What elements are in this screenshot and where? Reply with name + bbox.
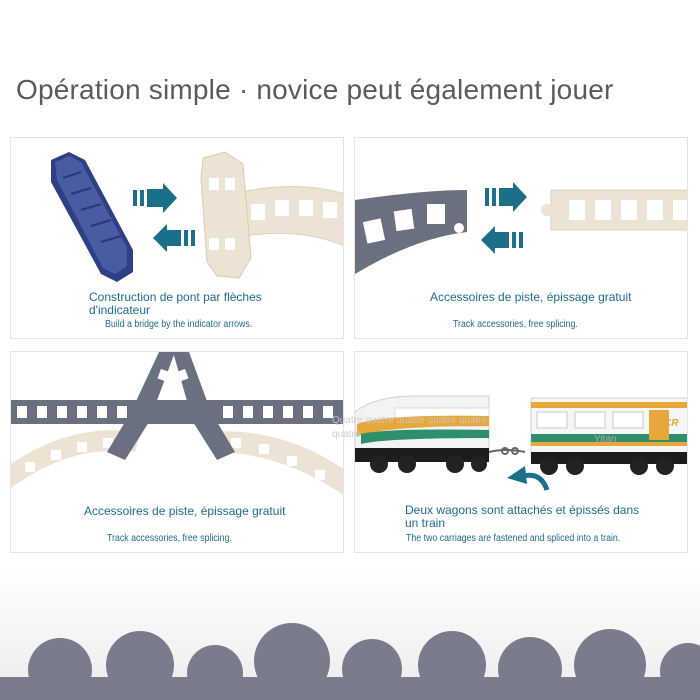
panel-caption-fr: Deux wagons sont attachés et épissés dan…: [405, 503, 640, 530]
track-splicing-illustration: [355, 182, 687, 274]
panel-train-carriages: CR Deux wagons sont attachés et épissés …: [354, 351, 688, 553]
train-carriages-illustration: CR: [355, 395, 687, 491]
cream-straight-track: [541, 189, 687, 231]
grey-curved-track: [355, 190, 467, 274]
bridge-illustration: [51, 151, 343, 282]
coupling: [488, 447, 526, 455]
arrow-left-icon: [153, 224, 195, 252]
carriage-label: Yitan: [594, 434, 617, 445]
bridge-connector-piece: [51, 152, 133, 282]
carriage: [530, 397, 687, 475]
page-headline: Opération simple · novice peut également…: [16, 74, 614, 105]
panel-caption-en: Track accessories, free splicing.: [107, 533, 232, 544]
track-crossing-illustration: [11, 352, 343, 495]
panel-track-splicing: Accessoires de piste, épissage gratuit T…: [354, 137, 688, 339]
cloud-border-decoration: [0, 565, 700, 700]
watermark-text: Quatre quatre quatre quatre quatre quatr…: [332, 415, 488, 440]
carriage-badge: CR: [664, 418, 679, 429]
locomotive: [355, 395, 490, 473]
panel-caption-en: The two carriages are fastened and splic…: [406, 533, 621, 544]
panel-bridge-construction: Construction de pont par flèches d'indic…: [10, 137, 344, 339]
cream-ramp-track: [200, 151, 343, 279]
panel-caption-fr: Construction de pont par flèches d'indic…: [89, 290, 262, 317]
panel-caption-en: Track accessories, free splicing.: [453, 319, 578, 330]
grey-cross-track: [11, 352, 343, 460]
arrow-right-icon: [485, 182, 527, 212]
panel-caption-fr: Accessoires de piste, épissage gratuit: [84, 504, 286, 518]
arrow-right-icon: [133, 183, 177, 213]
panel-caption-en: Build a bridge by the indicator arrows.: [105, 319, 253, 330]
panel-track-crossing: Accessoires de piste, épissage gratuit T…: [10, 351, 344, 553]
cream-curved-tracks: [11, 430, 343, 495]
panel-caption-fr: Accessoires de piste, épissage gratuit: [430, 290, 632, 304]
curved-arrow-icon: [507, 466, 550, 491]
arrow-left-icon: [481, 226, 523, 254]
